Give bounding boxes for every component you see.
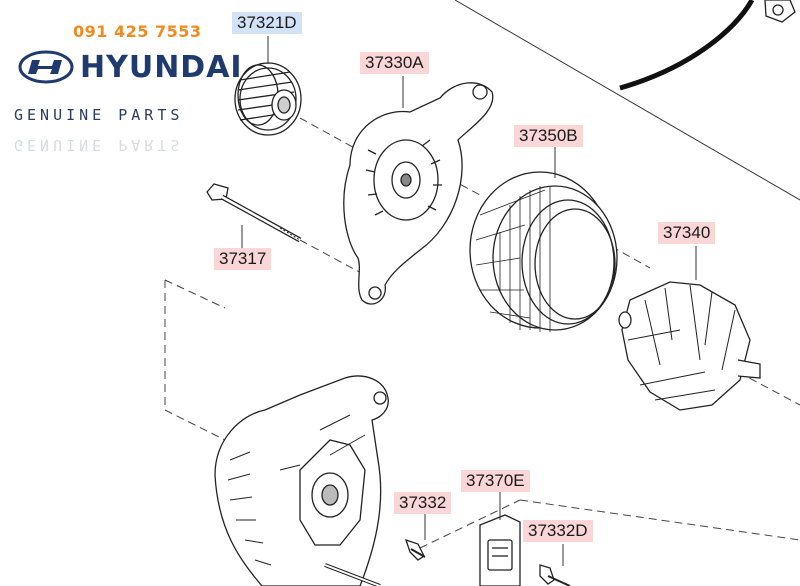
rear-housing-part (214, 375, 389, 586)
part-label-screw[interactable]: 37332 (394, 492, 452, 514)
nut-part (764, 0, 796, 23)
part-label-pulley[interactable]: 37321D (232, 12, 302, 34)
pulley-part (234, 62, 302, 136)
bolt-part (206, 183, 302, 243)
regulator-part (479, 514, 521, 586)
brand-name: HYUNDAI (80, 50, 243, 85)
tagline-reflection: GENUINE PARTS (14, 136, 184, 154)
tagline: GENUINE PARTS (14, 106, 184, 124)
rotor-part (618, 281, 761, 411)
part-label-bolt[interactable]: 37317 (214, 248, 272, 270)
stator-part (469, 171, 618, 332)
part-label-rotor[interactable]: 37340 (658, 222, 716, 244)
part-label-screw-d[interactable]: 37332D (523, 520, 593, 542)
hyundai-logo-icon (18, 50, 74, 84)
front-bracket-part (343, 82, 494, 305)
part-label-regulator[interactable]: 37370E (461, 470, 530, 492)
phone-number: 091 425 7553 (73, 22, 202, 41)
part-label-stator[interactable]: 37350B (514, 125, 583, 147)
screw-d-part (539, 564, 571, 586)
long-bolt-part (324, 563, 381, 586)
screw-part (404, 538, 426, 561)
part-label-front-bracket[interactable]: 37330A (360, 52, 429, 74)
